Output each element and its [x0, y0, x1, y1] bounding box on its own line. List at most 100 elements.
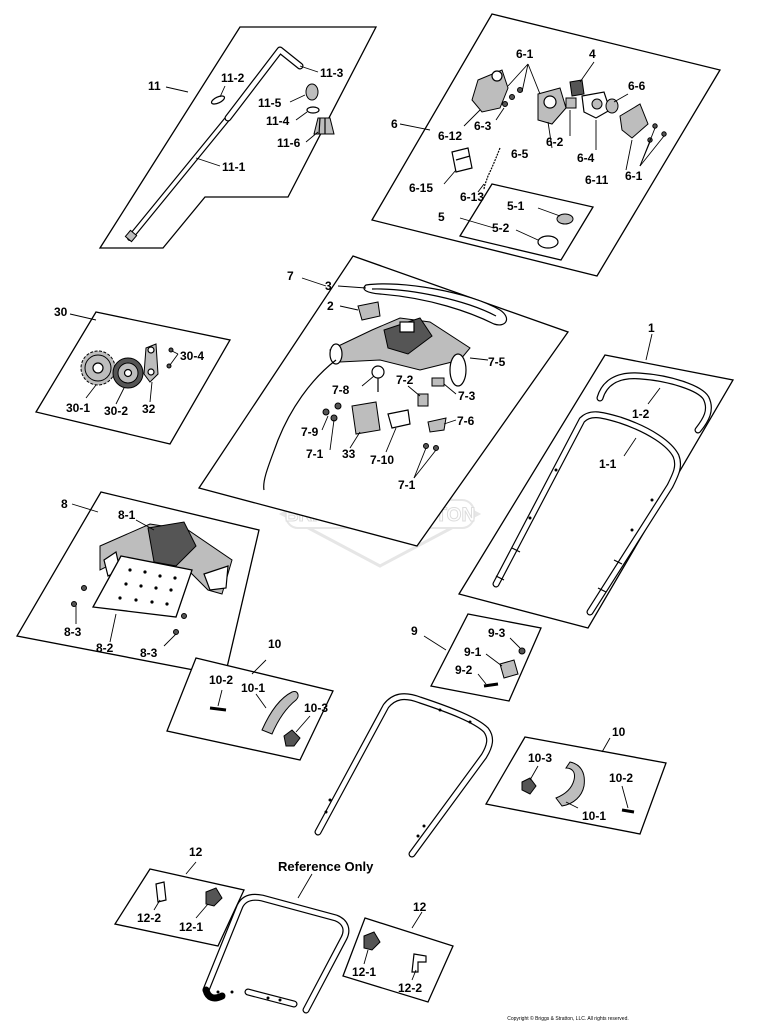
panel-12-left-outline	[113, 868, 245, 947]
callout-11-6: 11-6	[277, 136, 301, 150]
callout-9-2: 9-2	[455, 663, 473, 677]
callout-4: 4	[589, 47, 596, 61]
callout-10-1a: 10-1	[241, 681, 265, 695]
callout-6-1b: 6-1	[625, 169, 643, 183]
spring-6-2	[565, 97, 577, 109]
part-5-2	[537, 235, 559, 249]
washer-6-6	[605, 98, 619, 114]
clip-9-1	[499, 659, 519, 679]
callout-12-1a: 12-1	[179, 920, 203, 934]
callout-8-3a: 8-3	[64, 625, 82, 639]
bail-3	[363, 283, 508, 326]
callout-7-8: 7-8	[332, 383, 350, 397]
callout-7-10: 7-10	[370, 453, 394, 467]
callout-8-1: 8-1	[118, 508, 136, 522]
cable-6-13	[483, 147, 501, 191]
bracket-2	[357, 301, 381, 321]
callout-30: 30	[54, 305, 68, 319]
callout-6-12: 6-12	[438, 129, 462, 143]
callout-6-5: 6-5	[511, 147, 529, 161]
panel-1: 1 1-2 1-1	[457, 321, 735, 629]
panel-9-outline	[430, 613, 542, 702]
callout-7: 7	[287, 269, 294, 283]
callout-33: 33	[342, 447, 356, 461]
panel-11: 11 11-2 11-3 11-5 11-4 11-6 11-1	[98, 26, 378, 249]
plate-7-10	[387, 409, 411, 429]
callout-11-1: 11-1	[222, 160, 246, 174]
knob-10-3b	[521, 777, 537, 795]
panel-6: 6 6-1 4 6-6 6-12 6-3 6-2 6-5 6-4 6-11 6-…	[371, 13, 722, 277]
cable-7-5	[263, 359, 337, 491]
knob-12-1b	[363, 931, 381, 951]
callout-6-4: 6-4	[577, 151, 595, 165]
lever-7-6	[427, 417, 447, 433]
bracket-12-2a	[155, 881, 167, 903]
bolt-10-2a	[209, 706, 227, 712]
panel-10-left: 10 10-2 10-1 10-3	[166, 637, 334, 761]
callout-6-13: 6-13	[460, 190, 484, 204]
callout-30-1: 30-1	[66, 401, 90, 415]
callout-10-2a: 10-2	[209, 673, 233, 687]
panel-12-right: 12 12-1 12-2	[342, 900, 454, 1003]
bracket-6-11	[619, 103, 649, 139]
callout-11-3: 11-3	[320, 66, 344, 80]
handle-10-1a	[261, 691, 299, 735]
callout-10-1b: 10-1	[582, 809, 606, 823]
handle-10-1b	[555, 761, 585, 807]
nut-9-3	[518, 647, 526, 655]
callout-12a: 12	[189, 845, 203, 859]
callout-7-5: 7-5	[488, 355, 506, 369]
part-5-1	[556, 213, 574, 225]
panel-10-right: 10 10-3 10-2 10-1	[484, 725, 667, 835]
callout-6-3: 6-3	[474, 119, 492, 133]
callout-9: 9	[411, 624, 418, 638]
lower-handle-reference: Reference Only	[278, 693, 494, 899]
spring-7-3	[431, 377, 445, 387]
lower-frame	[202, 893, 350, 1014]
knob-12-1a	[205, 887, 223, 907]
panel-8: 8 8-1 8-3 8-2 8-3	[15, 491, 260, 677]
spring-7-2	[417, 393, 429, 407]
callout-6-6: 6-6	[628, 79, 646, 93]
callout-10a: 10	[268, 637, 282, 651]
callout-7-2: 7-2	[396, 373, 414, 387]
panel-12-left: 12 12-2 12-1	[113, 845, 245, 947]
callout-11-5: 11-5	[258, 96, 282, 110]
callout-12-2b: 12-2	[398, 981, 422, 995]
callout-6: 6	[391, 117, 398, 131]
callout-7-1a: 7-1	[306, 447, 324, 461]
reference-only-label: Reference Only	[278, 859, 374, 874]
callout-30-4: 30-4	[180, 349, 204, 363]
bracket-12-2b	[411, 953, 427, 973]
callout-9-3: 9-3	[488, 626, 506, 640]
panel-7-outline	[197, 255, 570, 547]
panel-5-outline	[458, 183, 595, 261]
callout-5-1: 5-1	[507, 199, 525, 213]
callout-7-1b: 7-1	[398, 478, 416, 492]
callout-1-2: 1-2	[632, 407, 650, 421]
callout-10b: 10	[612, 725, 626, 739]
callout-12-2a: 12-2	[137, 911, 161, 925]
callout-8: 8	[61, 497, 68, 511]
gear-4	[569, 79, 585, 97]
panel-7: 7 3 2 7-5 7-8 7-2 7-3 7-6 7-9 7-1 33 7-1…	[197, 255, 570, 547]
callout-7-3: 7-3	[458, 389, 476, 403]
callout-5-2: 5-2	[492, 221, 510, 235]
callout-8-2: 8-2	[96, 641, 114, 655]
callout-12b: 12	[413, 900, 427, 914]
panel-30: 30 30-4 30-1 30-2 32	[34, 305, 232, 445]
callout-12-1b: 12-1	[352, 965, 376, 979]
callout-10-3a: 10-3	[304, 701, 328, 715]
callout-11: 11	[148, 79, 161, 93]
pin-11-2	[210, 95, 226, 105]
callout-5: 5	[438, 210, 445, 224]
callout-2: 2	[327, 299, 334, 313]
knob-10-3a	[283, 729, 301, 747]
panel-9: 9 9-3 9-1 9-2	[411, 613, 542, 702]
callout-10-2b: 10-2	[609, 771, 633, 785]
callout-7-9: 7-9	[301, 425, 319, 439]
callout-1: 1	[648, 321, 655, 335]
panel-6-outline	[371, 13, 722, 277]
copyright-text: Copyright © Briggs & Stratton, LLC. All …	[507, 1015, 629, 1022]
